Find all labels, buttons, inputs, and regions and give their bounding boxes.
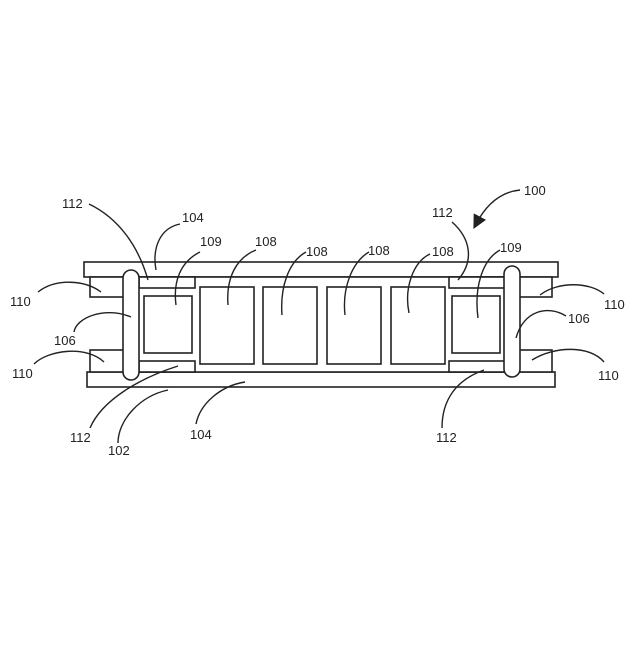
leader-100 [476, 190, 520, 224]
side-rod-left [123, 270, 139, 380]
label-108: 108 [432, 244, 454, 259]
spacer-strip-bottom-right [449, 361, 505, 372]
small-cell-left [144, 296, 192, 353]
label-104: 104 [182, 210, 204, 225]
small-cell-right [452, 296, 500, 353]
cell-3 [327, 287, 381, 364]
leader-106-right [516, 311, 566, 338]
label-100: 100 [524, 183, 546, 198]
label-109: 109 [500, 240, 522, 255]
cell-2 [263, 287, 317, 364]
label-112: 112 [436, 430, 457, 445]
label-108: 108 [255, 234, 277, 249]
label-108: 108 [368, 243, 390, 258]
label-110: 110 [10, 294, 31, 309]
label-112: 112 [70, 430, 91, 445]
label-110: 110 [604, 297, 625, 312]
leader-104-bottom [196, 382, 245, 424]
spacer-strip-top-right [449, 277, 505, 288]
label-110: 110 [598, 368, 619, 383]
cell-4 [391, 287, 445, 364]
label-106: 106 [568, 311, 590, 326]
label-109: 109 [200, 234, 222, 249]
label-112: 112 [432, 205, 453, 220]
label-112: 112 [62, 196, 83, 211]
cell-1 [200, 287, 254, 364]
leader-102 [118, 390, 168, 443]
label-106: 106 [54, 333, 76, 348]
label-108: 108 [306, 244, 328, 259]
side-rod-right [504, 266, 520, 377]
label-102: 102 [108, 443, 130, 458]
label-104: 104 [190, 427, 212, 442]
label-110: 110 [12, 366, 33, 381]
